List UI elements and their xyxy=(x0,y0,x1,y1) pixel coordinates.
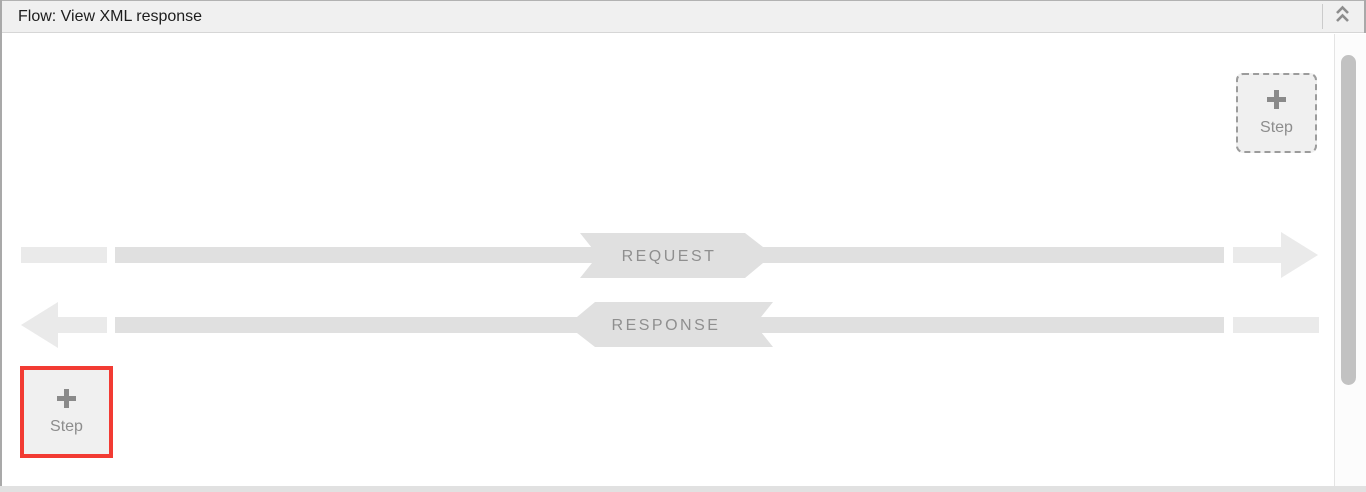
response-arrow-shaft xyxy=(58,317,107,333)
panel-top-border xyxy=(0,0,1366,1)
add-step-button-request[interactable]: Step xyxy=(1236,73,1317,153)
request-arrow-shaft xyxy=(1233,247,1283,263)
plus-icon xyxy=(1267,89,1286,109)
panel-left-border xyxy=(0,0,2,486)
double-chevron-up-icon xyxy=(1335,5,1350,29)
request-arrowhead-right-icon xyxy=(1281,232,1318,278)
page-title: Flow: View XML response xyxy=(18,8,203,25)
flow-titlebar: Flow: View XML response xyxy=(2,1,1364,33)
request-line-left-stub xyxy=(21,247,107,263)
add-step-button-response-highlighted[interactable]: Step xyxy=(20,366,113,458)
add-step-label: Step xyxy=(50,417,83,435)
titlebar-divider xyxy=(1322,4,1323,29)
add-step-label: Step xyxy=(1260,118,1293,136)
plus-icon xyxy=(57,388,76,408)
request-label: REQUEST xyxy=(622,248,717,265)
response-line-right-stub xyxy=(1233,317,1319,333)
response-arrowhead-left-icon xyxy=(21,302,58,348)
vertical-scrollbar-thumb[interactable] xyxy=(1341,55,1356,385)
collapse-panel-button[interactable] xyxy=(1327,1,1357,32)
response-ribbon: RESPONSE xyxy=(577,302,773,347)
response-label: RESPONSE xyxy=(612,317,721,334)
panel-bottom-edge xyxy=(0,486,1366,492)
request-ribbon: REQUEST xyxy=(580,233,763,278)
panel-right-border xyxy=(1364,0,1366,33)
